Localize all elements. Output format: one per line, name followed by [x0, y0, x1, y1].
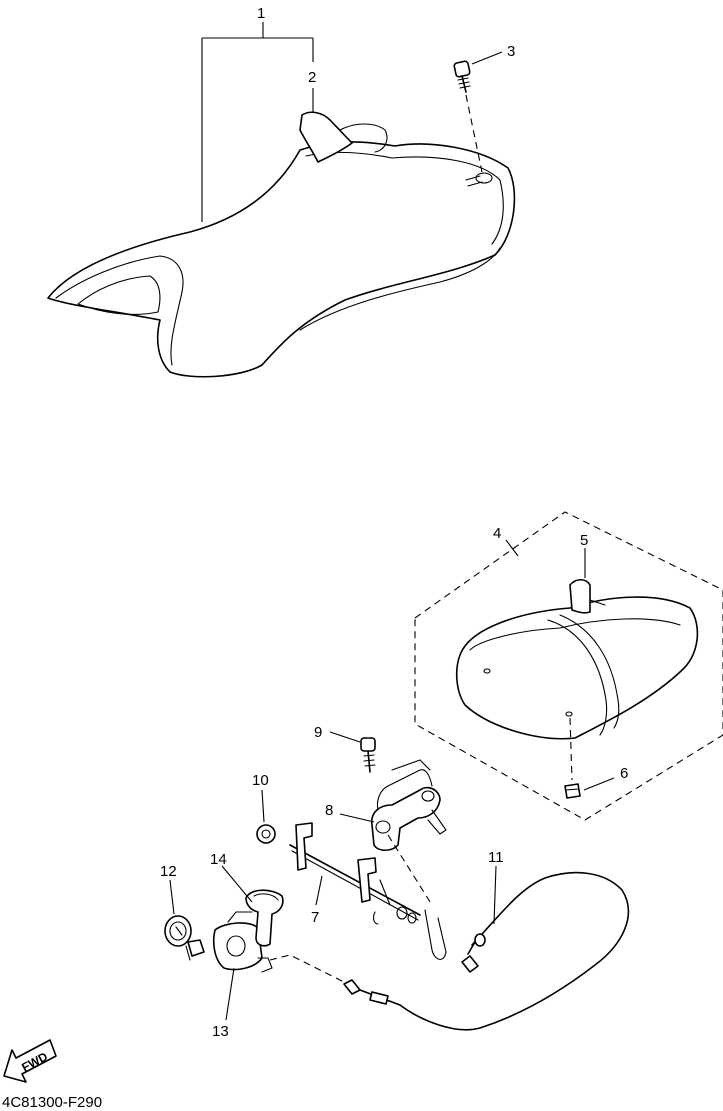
lock-bracket-13: [212, 911, 273, 973]
leader-lines: [169, 22, 615, 1021]
callout-9: 9: [314, 724, 322, 741]
part-code: 4C81300-F290: [2, 1094, 102, 1111]
bolt-9: [360, 737, 376, 773]
callout-5: 5: [580, 532, 588, 549]
callout-7: 7: [311, 909, 319, 926]
retainer-14: [245, 889, 284, 947]
seat-strap: [299, 111, 353, 163]
callout-labels: 1 2 3 4 5 6 7 8 9 10 11 12 13 14: [160, 5, 628, 1040]
key-lock-12: [164, 915, 205, 961]
bushing-10: [256, 824, 276, 844]
callout-4: 4: [493, 525, 501, 542]
callout-10: 10: [252, 772, 269, 789]
callout-13: 13: [212, 1023, 229, 1040]
seat-cable-11: [269, 871, 630, 1031]
callout-2: 2: [308, 69, 316, 86]
fwd-arrow: FWD: [3, 1039, 57, 1083]
bracket-8: [370, 759, 447, 852]
bolt-3: [453, 60, 483, 173]
lever-rod-7: [289, 822, 447, 960]
callout-3: 3: [507, 43, 515, 60]
callout-12: 12: [160, 863, 177, 880]
callout-6: 6: [620, 765, 628, 782]
passenger-seat: [414, 511, 723, 821]
callout-11: 11: [488, 849, 504, 866]
passenger-strap: [569, 578, 591, 614]
callout-8: 8: [325, 802, 333, 819]
callout-14: 14: [210, 851, 227, 868]
callout-1: 1: [257, 5, 265, 22]
nut-6: [564, 783, 581, 799]
main-seat: [47, 111, 516, 378]
